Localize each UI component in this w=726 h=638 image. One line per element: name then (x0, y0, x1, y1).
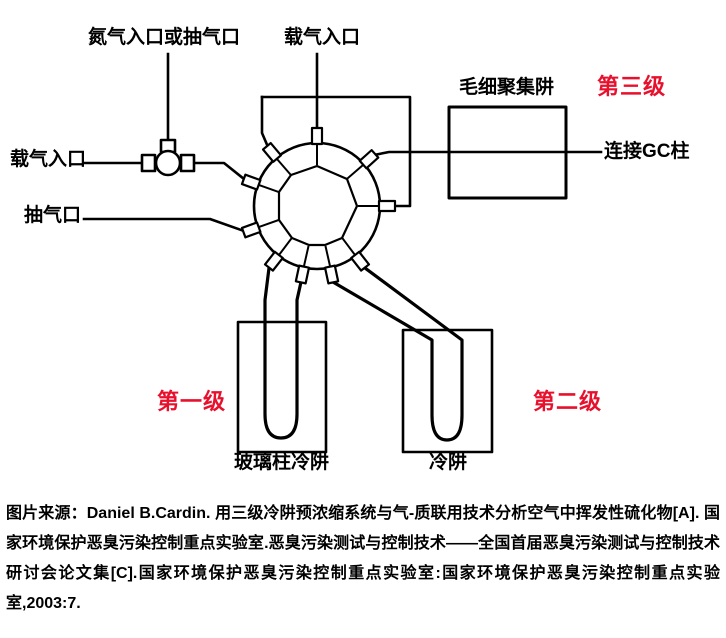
label-stage-1: 第一级 (157, 389, 227, 414)
label-stage-3: 第三级 (597, 74, 667, 99)
valve-port-wnw (240, 173, 262, 191)
label-stage-2: 第二级 (533, 389, 603, 414)
inlet-tee-valve (140, 138, 196, 177)
label-carrier-gas-top: 载气入口 (284, 27, 361, 48)
label-pump-port: 抽气口 (24, 205, 82, 226)
valve-port-ne (358, 149, 380, 170)
label-nitrogen-inlet: 氮气入口或抽气口 (88, 27, 241, 48)
pump-port-line (82, 217, 246, 233)
u-tube-trap2 (330, 265, 464, 442)
label-capillary-trap: 毛细聚集阱 (459, 77, 555, 98)
valve-ports (240, 126, 397, 285)
figure-source-caption: 图片来源：Daniel B.Cardin. 用三级冷阱预浓缩系统与气-质联用技术… (6, 505, 720, 612)
valve-port-s1 (294, 264, 311, 285)
gc-column-line (372, 150, 603, 157)
valve-port-ssw (263, 250, 284, 272)
cold-trap-box (401, 328, 494, 454)
label-carrier-gas-left: 载气入口 (10, 149, 87, 170)
valve-port-s2 (323, 264, 340, 285)
tee-valve-body (154, 149, 182, 177)
valve-port-wsw (240, 221, 262, 239)
diagram-canvas (82, 52, 603, 454)
tee-right-fitting (179, 153, 196, 173)
rotary-valve-rotor (277, 164, 359, 247)
valve-port-nnw (261, 141, 283, 163)
label-cold-trap: 冷阱 (429, 452, 468, 473)
valve-channels (257, 144, 379, 268)
label-gc-column: 连接GC柱 (604, 141, 690, 162)
u-tube-trap1 (263, 266, 303, 440)
capillary-trap-box (447, 105, 568, 200)
tee-to-valve-line (193, 161, 246, 181)
valve-port-n (310, 126, 324, 146)
tee-left-fitting (140, 153, 157, 173)
valve-port-sse (350, 250, 371, 272)
glass-cold-trap-box (236, 320, 328, 454)
label-glass-cold-trap: 玻璃柱冷阱 (234, 452, 330, 473)
valve-port-e (377, 199, 397, 213)
manifold-left-drop-line (260, 95, 270, 149)
